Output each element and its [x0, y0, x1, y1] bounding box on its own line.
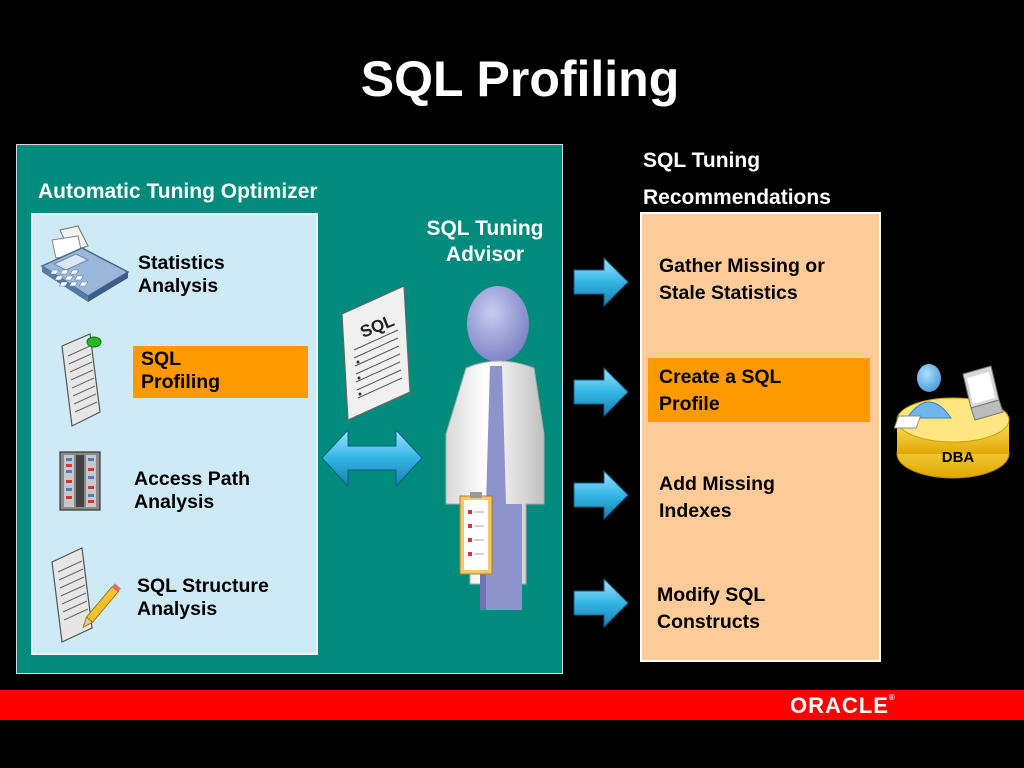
recommendations-panel — [640, 212, 881, 662]
dba-label: DBA — [941, 449, 975, 466]
recommendation-add-indexes: Add Missing Indexes — [659, 473, 775, 522]
footer-bar — [0, 690, 1024, 720]
arrow-to-constructs-icon — [573, 577, 629, 629]
dba-user-icon — [893, 364, 1010, 479]
calculator-icon — [40, 225, 130, 302]
sql-profiling-label: SQL Profiling — [133, 346, 308, 398]
optimizer-title: Automatic Tuning Optimizer — [38, 180, 318, 203]
bidirectional-arrow-icon — [321, 428, 423, 488]
sql-document-icon: SQL — [341, 285, 411, 421]
recommendation-modify-sql: Modify SQL Constructs — [657, 584, 766, 633]
sql-tuning-advisor-label: SQL Tuning Advisor — [426, 217, 544, 266]
access-path-analysis-label: Access Path Analysis — [134, 468, 250, 513]
page-title: SQL Profiling — [360, 51, 680, 107]
arrow-to-statistics-icon — [573, 256, 629, 308]
advisor-person-icon — [445, 286, 545, 610]
pencil-document-icon — [51, 547, 121, 643]
oracle-logo: ORACLE® — [790, 693, 896, 718]
recommendation-gather-statistics: Gather Missing or Stale Statistics — [659, 255, 825, 304]
recommendations-header: SQL Tuning Recommendations — [643, 149, 831, 209]
index-cabinet-icon — [59, 451, 101, 511]
recommendation-create-profile: Create a SQL Profile — [648, 358, 870, 422]
document-icon — [61, 333, 102, 427]
arrow-to-indexes-icon — [573, 469, 629, 521]
statistics-analysis-label: Statistics Analysis — [138, 252, 225, 297]
arrow-to-profile-icon — [573, 366, 629, 418]
sql-structure-analysis-label: SQL Structure Analysis — [137, 575, 269, 620]
